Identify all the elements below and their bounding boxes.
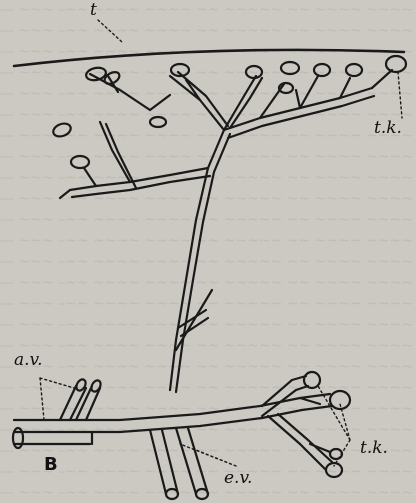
efferent-vessels-b: [150, 428, 208, 499]
tissue-surface-line: [14, 50, 404, 66]
label-b: B: [44, 456, 58, 474]
t-leader-line: [98, 20, 122, 42]
label-t: t: [90, 2, 97, 19]
label-ev: e.v.: [224, 470, 252, 487]
label-tk-figure-b: t.k.: [360, 440, 388, 457]
left-branch-a: [60, 122, 210, 198]
upper-branches-a: [90, 70, 392, 130]
aortic-vessels-b: [13, 378, 102, 448]
label-tk-figure-a: t.k.: [374, 120, 402, 137]
tracheal-sacs-a: [51, 56, 406, 168]
tk-a-leader-line: [398, 72, 402, 118]
label-av: a.v.: [14, 352, 43, 369]
side-branch-lower-a: [176, 290, 212, 350]
ev-leader-lines: [180, 444, 236, 466]
